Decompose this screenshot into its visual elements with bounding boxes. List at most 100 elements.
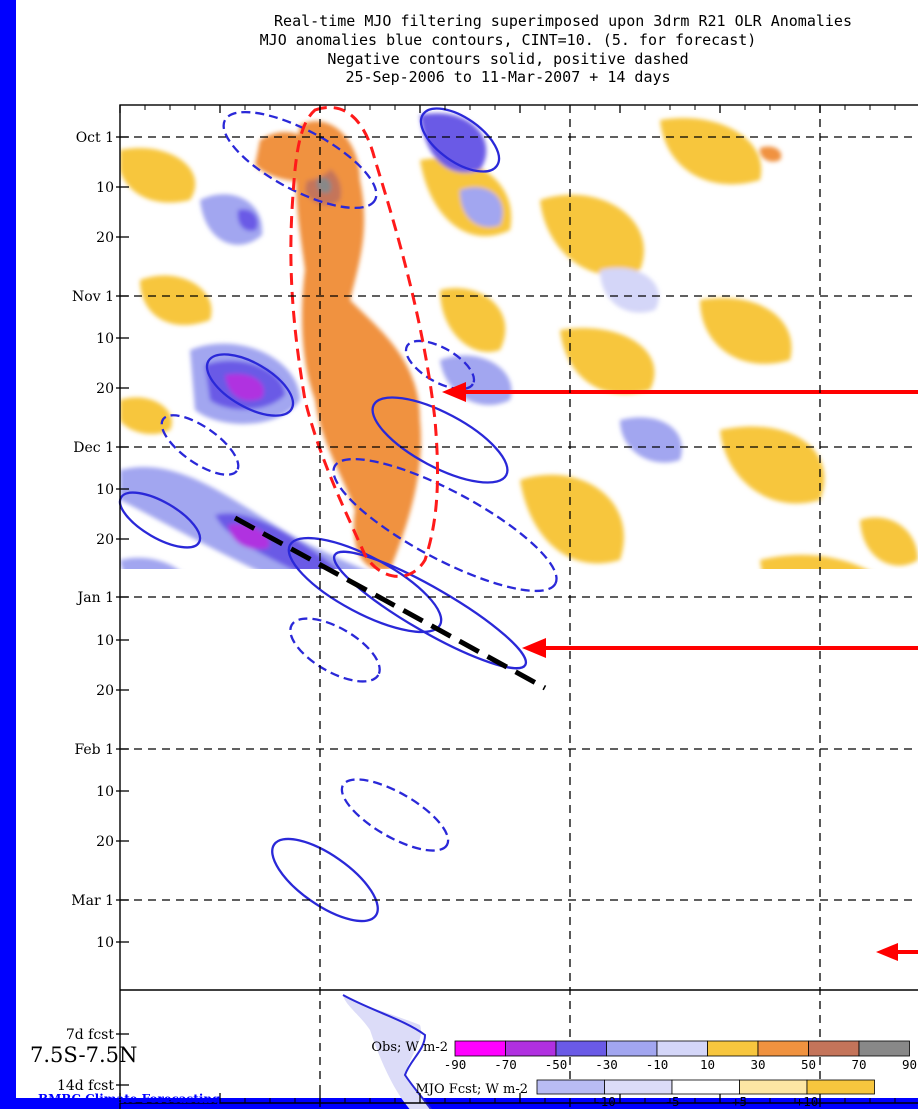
latitude-band-label: 7.5S-7.5N <box>30 1043 137 1067</box>
y-tick-label: 20 <box>96 834 114 850</box>
x-tick-label: 160°W <box>594 1107 646 1109</box>
grid-lines <box>120 105 918 1109</box>
slide-background-left <box>0 0 16 1109</box>
positive-anomaly-orange-east <box>759 146 782 162</box>
obs-colorbar-swatch <box>707 1040 759 1057</box>
y-tick-label: 10 <box>96 935 114 951</box>
x-tick-label: 40°E <box>201 1107 239 1109</box>
mjo-contour-positive <box>160 414 240 476</box>
negative-anomaly-east-a <box>600 267 659 313</box>
red-arrows <box>442 382 918 961</box>
x-tick-label: 80°E <box>301 1107 339 1109</box>
y-tick-label: 20 <box>96 532 114 548</box>
negative-anomaly-oct-east <box>420 113 487 173</box>
mjo-contour-positive <box>404 339 476 391</box>
obs-colorbar-tick: 90 <box>902 1057 917 1072</box>
fcst-colorbar-tick: -5 <box>664 1094 679 1109</box>
mjo-contours <box>118 107 558 923</box>
forecast-panel-field <box>342 994 433 1109</box>
obs-colorbar-label: Obs; W m-2 <box>371 1040 448 1055</box>
fcst-colorbar-swatch <box>739 1079 808 1095</box>
forecast-tick-label: 7d fcst <box>66 1027 115 1043</box>
y-tick-label: 10 <box>96 784 114 800</box>
fcst-colorbar-swatch <box>536 1079 605 1095</box>
negative-anomaly-oct <box>200 194 263 245</box>
obs-colorbar-swatch <box>505 1040 557 1057</box>
positive-anomaly-yellow-rt <box>860 517 918 566</box>
fcst-colorbar-tick: +5 <box>732 1094 747 1109</box>
obs-colorbar-tick: -90 <box>444 1057 467 1072</box>
y-tick-label: 10 <box>96 633 114 649</box>
fcst-colorbar-tick: -10 <box>593 1094 616 1109</box>
y-tick-label: Oct 1 <box>76 130 114 146</box>
obs-colorbar-swatch <box>606 1040 658 1057</box>
x-tick-label: 160°E <box>496 1107 543 1109</box>
obs-colorbar-tick: 10 <box>700 1057 715 1072</box>
negative-anomaly-oct-core <box>237 209 258 231</box>
obs-colorbar-swatch <box>656 1040 708 1057</box>
y-tick-label: 20 <box>96 683 114 699</box>
title-line-2: MJO anomalies blue contours, CINT=10. (5… <box>260 31 757 49</box>
positive-anomaly-yellow-mid3 <box>540 194 644 276</box>
x-tick-label: 80°W <box>799 1107 842 1109</box>
title-line-4: 25-Sep-2006 to 11-Mar-2007 + 14 days <box>345 68 670 86</box>
negative-anomaly-nov-core <box>225 373 264 401</box>
x-axis-ticks: 0°40°E80°E120°E160°E160°W120°W80°W40°W0° <box>111 105 918 1109</box>
forecast-tick-label: 14d fcst <box>57 1078 114 1094</box>
fcst-colorbar-swatch <box>671 1079 740 1095</box>
negative-anomaly-oct-east2 <box>460 187 503 227</box>
credit-label: BMRC Climate Forecasting <box>38 1092 221 1106</box>
red-arrow-head <box>876 943 898 961</box>
mjo-contour-negative <box>118 491 202 549</box>
title-line-1: Real-time MJO filtering superimposed upo… <box>274 12 852 30</box>
mjo-contour-negative <box>205 353 295 417</box>
obs-colorbar-swatch <box>858 1040 910 1057</box>
mjo-contour-positive <box>332 457 558 593</box>
positive-anomaly-north <box>255 131 330 182</box>
y-tick-label: Mar 1 <box>71 893 114 909</box>
obs-colorbar-swatch <box>555 1040 607 1057</box>
y-tick-label: Feb 1 <box>74 742 114 758</box>
obs-colorbar-tick: -70 <box>494 1057 517 1072</box>
mjo-contour-negative <box>271 837 379 923</box>
x-tick-label: 0° <box>111 1107 128 1109</box>
positive-anomaly-yellow-west <box>120 148 196 203</box>
mjo-contour-negative <box>419 107 501 173</box>
y-tick-label: 10 <box>96 482 114 498</box>
obs-colorbar-swatch <box>454 1040 506 1057</box>
y-tick-label: Dec 1 <box>73 440 114 456</box>
positive-anomaly-yellow-mid5 <box>520 474 624 564</box>
y-tick-label: 20 <box>96 381 114 397</box>
red-arrow-head <box>442 382 466 402</box>
negative-anomaly-west-a <box>120 557 178 569</box>
positive-anomaly-yellow-east2 <box>700 298 792 364</box>
obs-colorbar-swatch <box>757 1040 809 1057</box>
obs-colorbar-swatch <box>808 1040 860 1057</box>
negative-anomaly-dec-core <box>228 524 270 550</box>
olr-anomaly-field <box>120 113 918 569</box>
y-tick-label: Jan 1 <box>76 590 114 606</box>
fcst-colorbar-label: MJO Fcst; W m-2 <box>415 1082 528 1097</box>
title-line-3: Negative contours solid, positive dashed <box>327 50 688 68</box>
positive-anomaly-yellow-w3 <box>120 397 172 435</box>
x-tick-label: 120°W <box>694 1107 746 1109</box>
negative-anomaly-east-b <box>620 417 682 463</box>
fcst-colorbar-swatch <box>806 1079 875 1095</box>
positive-anomaly-yellow-east <box>660 118 762 185</box>
positive-anomaly-yellow-mid4 <box>560 328 655 394</box>
x-tick-label: 120°E <box>396 1107 443 1109</box>
mjo-contour-positive <box>340 778 450 852</box>
red-arrow-head <box>522 638 546 658</box>
obs-colorbar-tick: 70 <box>851 1057 866 1072</box>
obs-colorbar-tick: 30 <box>750 1057 765 1072</box>
chart-title: Real-time MJO filtering superimposed upo… <box>260 12 852 86</box>
y-tick-label: 20 <box>96 230 114 246</box>
obs-colorbar-tick: -10 <box>646 1057 669 1072</box>
mjo-contour-positive <box>289 617 381 683</box>
positive-anomaly-yellow-east4 <box>760 554 866 569</box>
y-tick-label: 10 <box>96 331 114 347</box>
mjo-contour-positive <box>222 110 378 210</box>
